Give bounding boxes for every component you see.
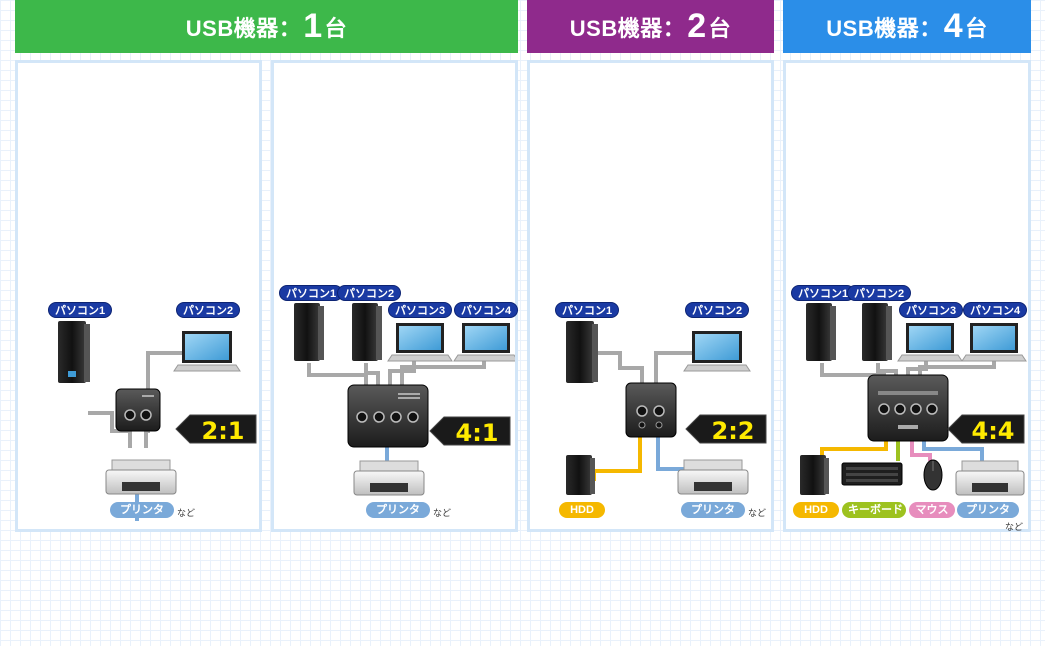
ratio-badge-shape	[175, 414, 257, 444]
printer-icon	[677, 459, 749, 495]
header-count: 4	[943, 7, 964, 45]
pc-label-2: パソコン2	[176, 302, 241, 318]
tower-pc-icon	[566, 321, 598, 383]
pc-label-2: パソコン2	[847, 285, 912, 301]
header-suffix: 台	[708, 15, 732, 41]
hdd-icon	[566, 455, 595, 495]
device-label-keyboard: キーボード	[842, 502, 906, 518]
printer-icon	[353, 460, 425, 496]
usb-switch-icon	[625, 382, 677, 438]
tower-pc-icon	[862, 303, 892, 361]
tower-pc-icon	[806, 303, 836, 361]
device-label-hdd: HDD	[793, 502, 839, 518]
header-suffix: 台	[965, 15, 988, 41]
ratio-badge: 4:4	[948, 415, 1024, 447]
pc-label-1: パソコン1	[48, 302, 113, 318]
printer-icon	[955, 460, 1025, 496]
device-label-printer: プリンタ	[681, 502, 745, 518]
device-label-printer: プリンタ	[957, 502, 1019, 518]
laptop-pc-icon	[387, 323, 453, 362]
panel-2-to-2: パソコン1 パソコン2 2:2 HDD プリンタ など	[527, 60, 774, 532]
ratio-text: 4:1	[455, 419, 499, 447]
printer-icon	[105, 459, 177, 495]
cable-pc1	[88, 411, 132, 448]
diagram-4-to-1	[294, 303, 515, 496]
header-count: 1	[303, 7, 323, 45]
ratio-badge: 2:2	[686, 415, 766, 447]
keyboard-icon	[841, 462, 903, 486]
ratio-text: 2:1	[201, 417, 245, 445]
cable-pc3	[906, 359, 928, 379]
pc-label-1: パソコン1	[279, 285, 344, 301]
ratio-text: 4:4	[971, 417, 1015, 445]
pc-label-3: パソコン3	[899, 302, 964, 318]
etc-note: など	[177, 508, 196, 518]
cable-mouse	[910, 441, 932, 461]
header-count: 2	[687, 7, 707, 45]
cable-pc2	[654, 351, 695, 383]
panel-4-to-1: パソコン1 パソコン2 パソコン3 パソコン4 4:1 プリンタ など	[271, 60, 519, 532]
cable-pc1	[307, 363, 368, 391]
ratio-badge-shape	[947, 414, 1025, 444]
cable-hdd	[820, 441, 888, 458]
ratio-text: 2:2	[711, 417, 755, 445]
laptop-pc-icon	[453, 323, 515, 362]
usb-switch-icon	[347, 384, 429, 448]
cable-printer	[656, 437, 688, 471]
etc-note: など	[748, 508, 767, 518]
laptop-pc-icon	[961, 323, 1027, 362]
pc-label-1: パソコン1	[791, 285, 856, 301]
etc-note: など	[1005, 522, 1024, 532]
diagram-2-to-2	[566, 321, 767, 495]
mouse-icon	[923, 459, 943, 491]
etc-note: など	[433, 508, 452, 518]
tower-pc-icon	[58, 321, 90, 383]
cable-pc4	[918, 359, 996, 379]
pc-label-4: パソコン4	[963, 302, 1028, 318]
cable-pc2	[364, 363, 380, 391]
header-prefix: USB機器：	[185, 15, 302, 41]
pc-label-1: パソコン1	[555, 302, 620, 318]
hdd-icon	[800, 455, 829, 495]
pc-label-3: パソコン3	[388, 302, 453, 318]
header-suffix: 台	[324, 15, 348, 41]
laptop-pc-icon	[897, 323, 963, 362]
cable-pc1	[596, 351, 644, 383]
device-label-printer: プリンタ	[366, 502, 430, 518]
device-label-hdd: HDD	[559, 502, 605, 518]
pc-label-2: パソコン2	[685, 302, 750, 318]
laptop-pc-icon	[683, 331, 751, 372]
device-label-mouse: マウス	[909, 502, 955, 518]
diagram-2-to-1	[58, 321, 257, 521]
laptop-pc-icon	[173, 331, 241, 372]
ratio-badge-shape	[685, 414, 767, 444]
ratio-badge: 4:1	[430, 417, 510, 449]
header-prefix: USB機器：	[569, 15, 686, 41]
header-prefix: USB機器：	[826, 15, 942, 41]
ratio-badge: 2:1	[176, 415, 256, 447]
diagram-4-to-4	[800, 303, 1027, 496]
cable-pc4	[400, 359, 486, 391]
tower-pc-icon	[294, 303, 324, 361]
ratio-badge-shape	[429, 416, 511, 446]
pc-label-4: パソコン4	[454, 302, 519, 318]
panel-4-to-4: パソコン1 パソコン2 パソコン3 パソコン4 4:4 HDD キーボード マウ…	[783, 60, 1031, 532]
cable-printer	[922, 441, 984, 461]
pc-label-2: パソコン2	[337, 285, 402, 301]
tower-pc-icon	[352, 303, 382, 361]
usb-switch-icon	[115, 388, 161, 432]
device-label-printer: プリンタ	[110, 502, 174, 518]
usb-switch-icon	[867, 374, 949, 442]
panel-2-to-1: パソコン1 パソコン2 2:1 プリンタ など	[15, 60, 262, 532]
cable-hdd	[592, 437, 642, 481]
